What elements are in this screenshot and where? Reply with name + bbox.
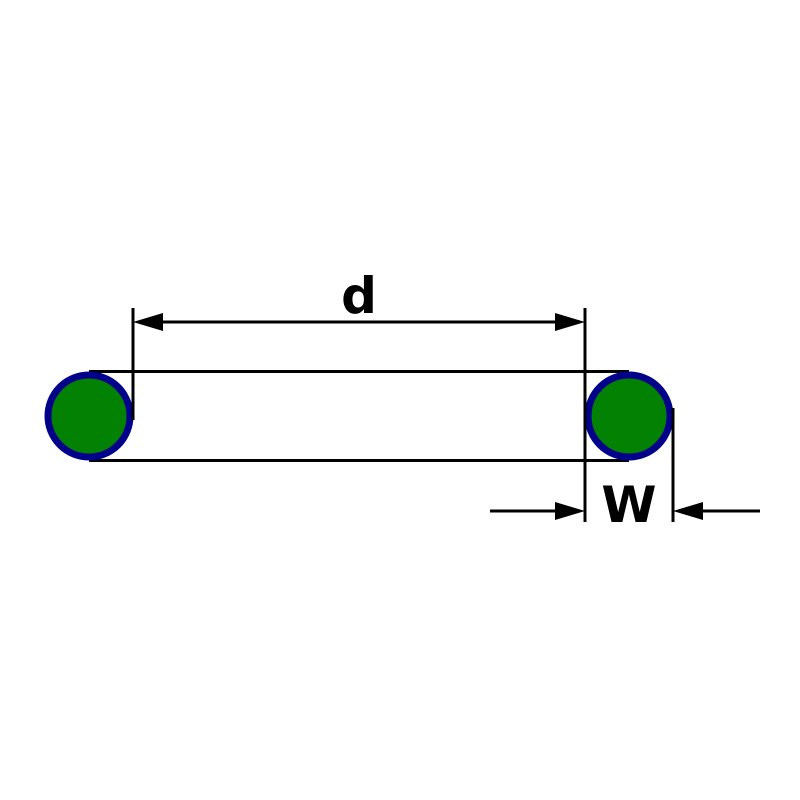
dimension-d-arrowhead-right (555, 313, 585, 331)
dimension-w-arrowhead-left (555, 502, 585, 520)
dimension-d-label: d (341, 267, 377, 325)
dimension-d-arrowhead-left (133, 313, 163, 331)
dimension-w-arrowhead-right (673, 502, 703, 520)
dimension-w-label: W (601, 476, 656, 534)
oring-cross-section-right (584, 371, 674, 461)
oring-cross-section-left (44, 371, 134, 461)
